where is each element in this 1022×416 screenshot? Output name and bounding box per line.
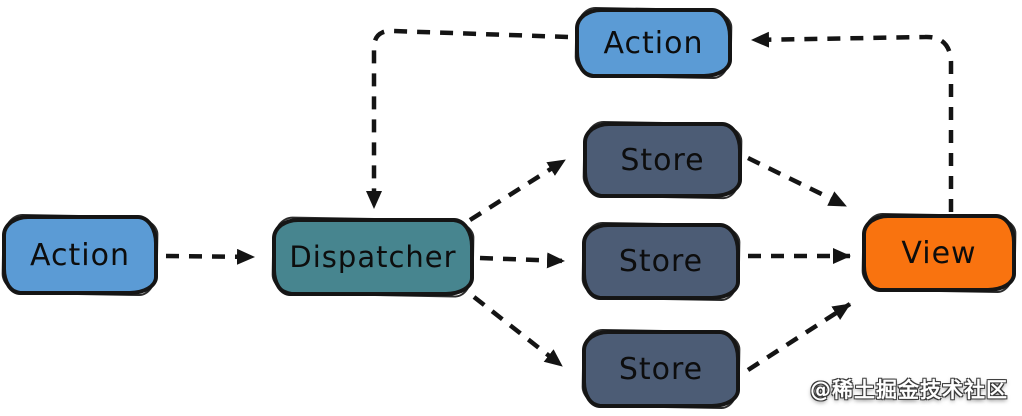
node-action-left-label: Action	[30, 237, 130, 273]
edge-view-to-action-top	[751, 31, 954, 212]
node-dispatcher-label: Dispatcher	[289, 240, 457, 274]
node-store-top-label: Store	[620, 142, 705, 178]
node-action-top: Action	[575, 8, 732, 78]
node-store-bottom-label: Store	[618, 351, 704, 387]
node-store-middle-label: Store	[618, 244, 704, 279]
edge-action-top-to-dispatcher	[366, 28, 569, 209]
edge-dispatcher-to-store-top	[468, 158, 567, 222]
node-view: View	[862, 214, 1016, 292]
watermark: @稀土掘金技术社区	[810, 378, 1008, 402]
node-store-bottom: Store	[582, 330, 740, 408]
edge-action-left-to-dispatcher	[165, 248, 255, 265]
node-action-top-label: Action	[603, 25, 704, 61]
edge-dispatcher-to-store-middle	[479, 252, 565, 269]
edge-store-top-to-view	[747, 155, 847, 209]
node-view-label: View	[901, 235, 977, 271]
edge-dispatcher-to-store-bottom	[472, 295, 564, 368]
edge-store-bottom-to-view	[746, 302, 852, 372]
node-store-middle: Store	[582, 223, 740, 300]
node-dispatcher: Dispatcher	[272, 218, 474, 296]
node-store-top: Store	[583, 122, 742, 198]
node-action-left: Action	[2, 215, 158, 295]
